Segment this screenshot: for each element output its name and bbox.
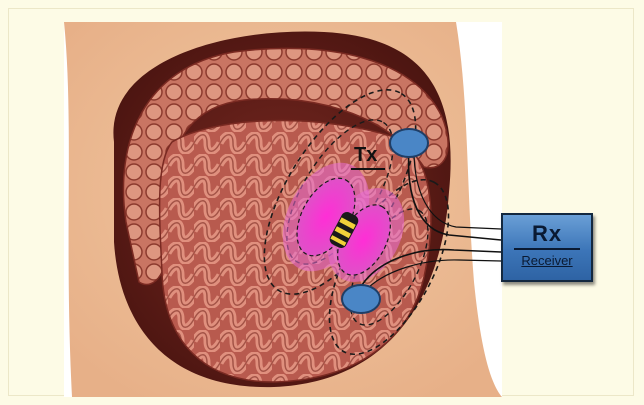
- receiver-title: Rx: [503, 222, 591, 246]
- electrode-lower: [342, 285, 380, 313]
- receiver-box: Rx Receiver: [501, 213, 593, 282]
- electrode-upper: [390, 129, 428, 157]
- receiver-divider: [514, 248, 580, 250]
- receiver-subtitle: Receiver: [503, 253, 591, 268]
- transmitter-label: Tx: [354, 144, 377, 166]
- abdomen-scene: [64, 22, 604, 397]
